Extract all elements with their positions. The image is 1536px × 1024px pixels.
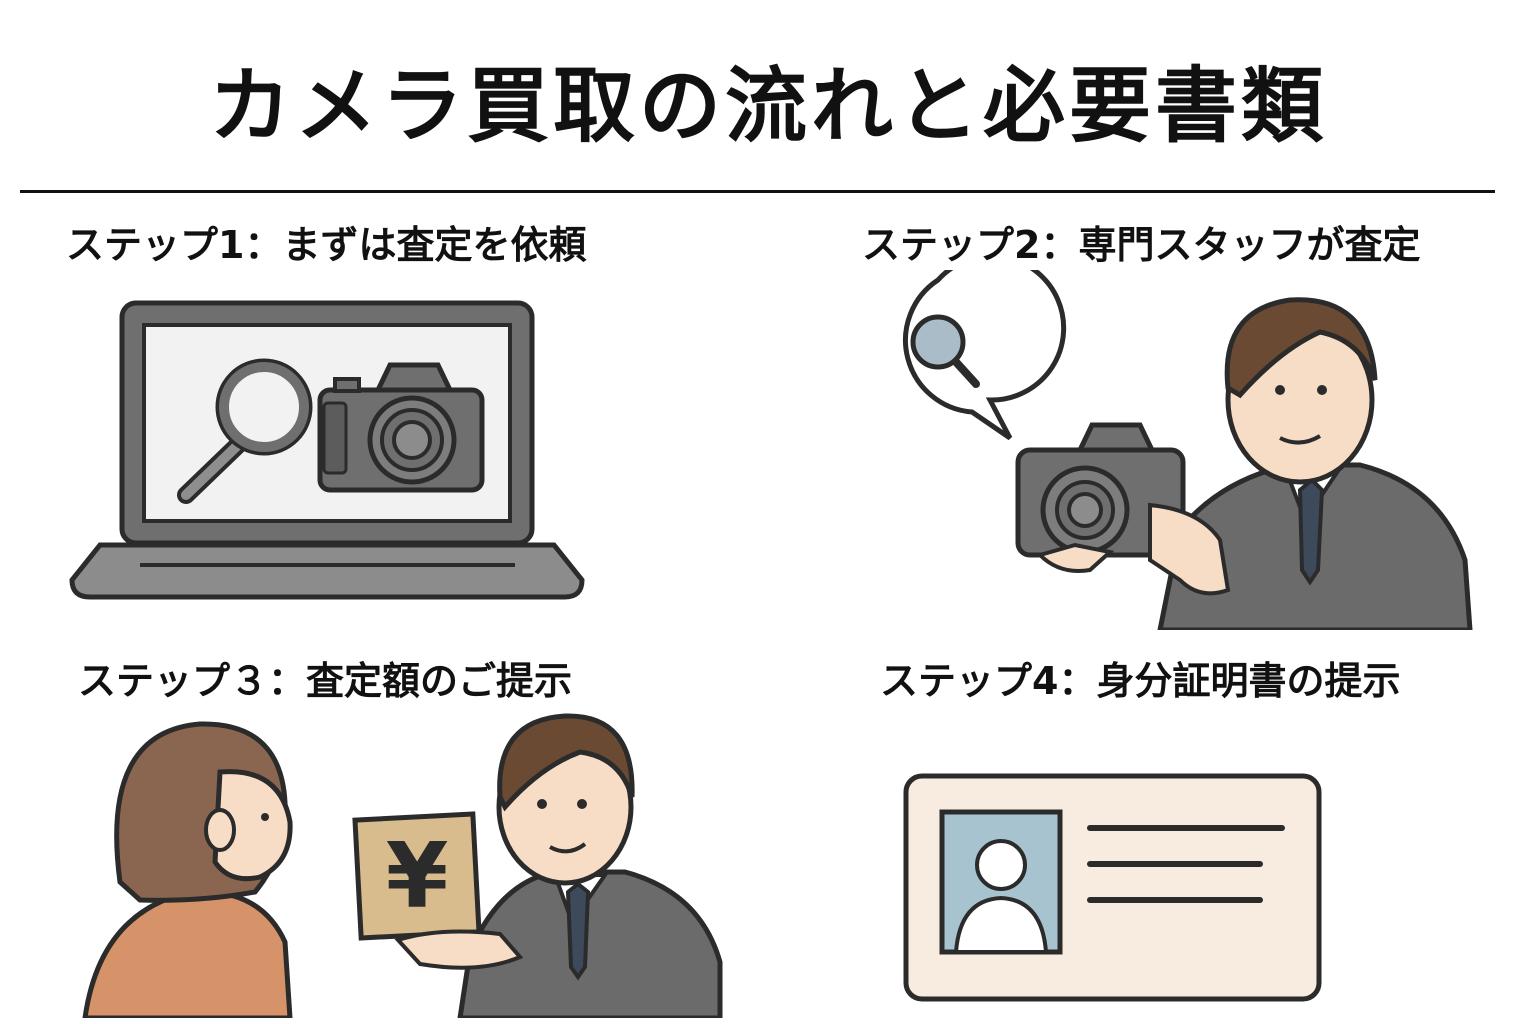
staff-tie-icon: [565, 881, 591, 981]
staff-left-hand: [1036, 542, 1115, 573]
camera-icon: [317, 362, 485, 493]
staff-right-hand: [1148, 502, 1231, 596]
staff-hand: [394, 929, 524, 970]
price-presentation-illustration: ¥: [82, 713, 723, 1018]
customer-face: [212, 769, 293, 882]
step-1-title: ステップ1：まずは査定を依頼: [66, 223, 587, 267]
person-silhouette-icon: [953, 839, 1049, 954]
laptop-illustration: [69, 300, 585, 600]
camera-icon: [1015, 422, 1186, 558]
staff-inspecting-illustration: [903, 270, 1473, 630]
yen-card-icon: ¥: [352, 811, 482, 941]
id-card-illustration: [903, 773, 1322, 1002]
step-3-title: ステップ３：査定額のご提示: [78, 659, 573, 703]
staff-hair: [1224, 297, 1378, 399]
page-title: カメラ買取の流れと必要書類: [208, 59, 1327, 154]
staff-hair: [497, 713, 635, 812]
yen-symbol: ¥: [386, 824, 449, 929]
step-2-title: ステップ2：専門スタッフが査定: [862, 223, 1421, 267]
laptop-base: [69, 542, 585, 600]
staff-suit: [457, 869, 723, 1018]
magnifier-icon: [177, 358, 313, 504]
staff-tie-icon: [1297, 477, 1325, 586]
title-divider: [20, 190, 1495, 193]
speech-bubble-icon: [903, 270, 1067, 441]
customer-body: [82, 889, 293, 1018]
step-4-title: ステップ4：身分証明書の提示: [880, 659, 1401, 703]
